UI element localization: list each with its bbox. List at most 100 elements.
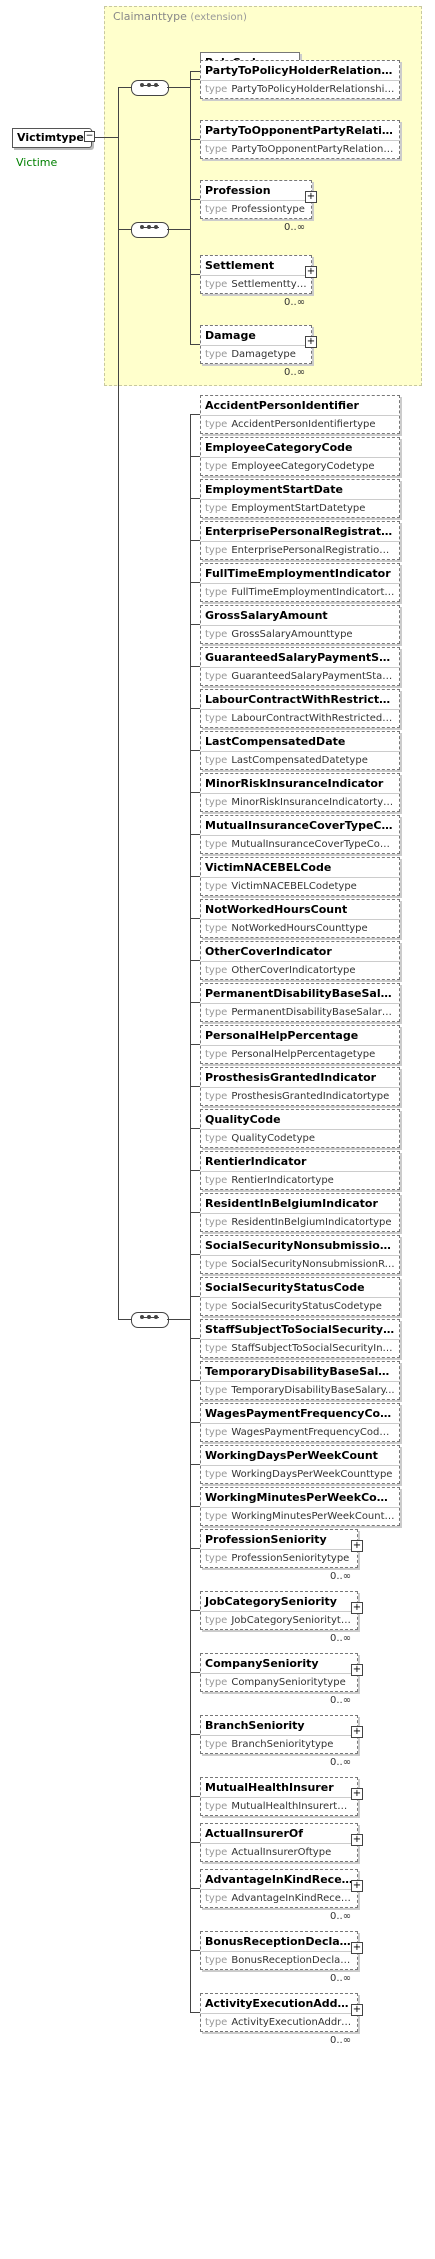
type-name: BonusReceptionDeclarationtype [231,1955,357,1966]
branch-connector [167,229,190,230]
sequence-compositor[interactable] [131,222,169,238]
sequence-compositor[interactable] [131,80,169,96]
element-type: typeBonusReceptionDeclarationtype [201,1952,357,1969]
expand-icon[interactable]: + [305,336,317,348]
element-connector [190,1212,200,1213]
collapse-icon[interactable]: − [84,131,95,142]
element-name: PermanentDisabilityBaseSalaryA... [201,984,399,1004]
type-keyword: type [205,587,228,598]
expand-icon[interactable]: + [305,266,317,278]
element-connector [190,71,200,72]
element-name: ActualInsurerOf [201,1824,357,1844]
branch-connector [167,1319,190,1320]
expand-icon[interactable]: + [351,1602,363,1614]
type-keyword: type [205,1175,228,1186]
type-name: RentierIndicatortype [231,1175,334,1186]
cardinality-label: 0..∞ [330,1695,352,1706]
element-connector [190,1672,200,1673]
type-keyword: type [205,1217,228,1228]
element-name: AdvantageInKindReceptionDecla... [201,1870,357,1890]
type-keyword: type [205,1801,228,1812]
expand-icon[interactable]: + [351,1834,363,1846]
expand-icon[interactable]: + [351,2004,363,2016]
schema-element[interactable]: PermanentDisabilityBaseSalaryA...typePer… [200,983,400,1022]
type-name: JobCategorySenioritytype [231,1615,357,1626]
expand-icon[interactable]: + [351,1726,363,1738]
type-keyword: type [205,84,228,95]
type-keyword: type [205,671,228,682]
extension-type-name: Claimanttype [113,10,187,23]
expand-icon[interactable]: + [351,1942,363,1954]
type-keyword: type [205,144,228,155]
expand-icon[interactable]: + [351,1880,363,1892]
cardinality-label: 0..∞ [330,1757,352,1768]
expand-icon[interactable]: + [351,1540,363,1552]
type-keyword: type [205,1677,228,1688]
element-connector [190,274,200,275]
element-name: StaffSubjectToSocialSecurityIndi... [201,1320,399,1340]
schema-element[interactable]: BonusReceptionDeclarationtypeBonusRecept… [200,1931,363,1970]
element-name: QualityCode [201,1110,399,1130]
element-connector [190,79,200,80]
type-name: AccidentPersonIdentifiertype [231,419,376,430]
schema-element[interactable]: GuaranteedSalaryPaymentStartD...typeGuar… [200,647,400,686]
expand-icon[interactable]: + [305,191,317,203]
root-element[interactable]: Victimtype [12,128,92,148]
expand-icon[interactable]: + [351,1788,363,1800]
expand-icon[interactable]: + [351,1664,363,1676]
type-keyword: type [205,349,228,360]
element-name: Profession [201,181,311,201]
element-type: typeAdvantageInKindReceptionDecl... [201,1890,357,1907]
element-name: AccidentPersonIdentifier [201,396,399,416]
type-keyword: type [205,1739,228,1750]
type-keyword: type [205,1301,228,1312]
sequence-compositor[interactable] [131,1312,169,1328]
schema-element[interactable]: AdvantageInKindReceptionDecla...typeAdva… [200,1869,363,1908]
